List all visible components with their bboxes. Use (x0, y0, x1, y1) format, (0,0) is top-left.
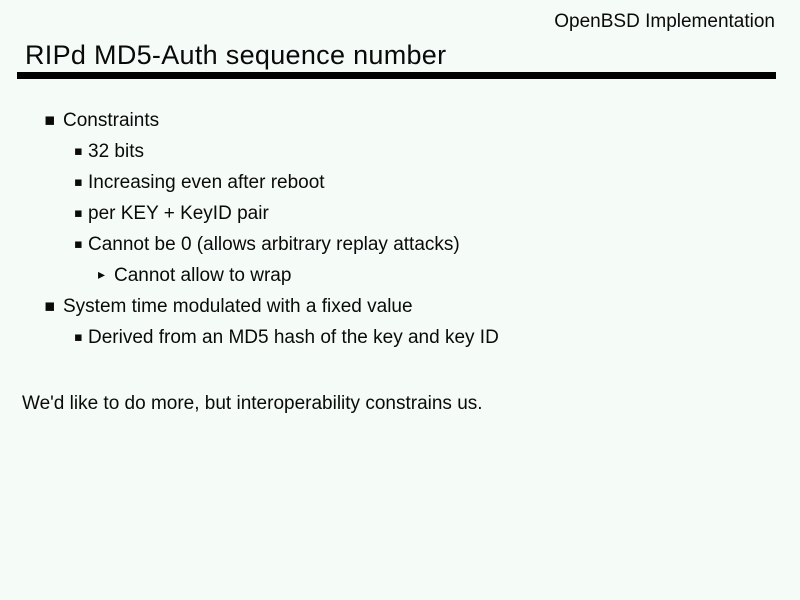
bullet-item: ▪ Cannot be 0 (allows arbitrary replay at… (0, 229, 800, 260)
square-bullet-icon: ▪ (74, 330, 83, 345)
footer-note: We'd like to do more, but interoperabili… (22, 393, 483, 414)
bullet-item: ▪ Increasing even after reboot (0, 167, 800, 198)
bullet-item: ▪ System time modulated with a fixed valu… (0, 291, 800, 322)
bullet-text: System time modulated with a fixed value (63, 296, 413, 317)
bullet-text: Cannot allow to wrap (114, 265, 292, 286)
square-bullet-icon: ▪ (74, 237, 83, 252)
slide-title: RIPd MD5-Auth sequence number (25, 40, 447, 70)
square-bullet-icon: ▪ (44, 296, 56, 316)
bullet-item: ▪ Derived from an MD5 hash of the key and… (0, 322, 800, 353)
title-divider (17, 72, 776, 79)
bullet-item: ▪ Constraints (0, 105, 800, 136)
square-bullet-icon: ▪ (44, 110, 56, 130)
bullet-text: Increasing even after reboot (88, 172, 325, 193)
bullet-text: Constraints (63, 110, 160, 131)
bullet-item: ▸ Cannot allow to wrap (0, 260, 800, 291)
bullet-text: 32 bits (88, 141, 144, 162)
bullet-item: ▪ per KEY + KeyID pair (0, 198, 800, 229)
bullet-text: Cannot be 0 (allows arbitrary replay att… (88, 234, 460, 255)
bullet-list: ▪ Constraints ▪ 32 bits ▪ Increasing even aft… (0, 105, 800, 353)
square-bullet-icon: ▪ (74, 175, 83, 190)
bullet-text: per KEY + KeyID pair (88, 203, 269, 224)
bullet-text: Derived from an MD5 hash of the key and … (88, 327, 499, 348)
slide-context-label: OpenBSD Implementation (554, 11, 775, 32)
triangle-bullet-icon: ▸ (98, 267, 106, 283)
square-bullet-icon: ▪ (74, 206, 83, 221)
square-bullet-icon: ▪ (74, 144, 83, 159)
bullet-item: ▪ 32 bits (0, 136, 800, 167)
